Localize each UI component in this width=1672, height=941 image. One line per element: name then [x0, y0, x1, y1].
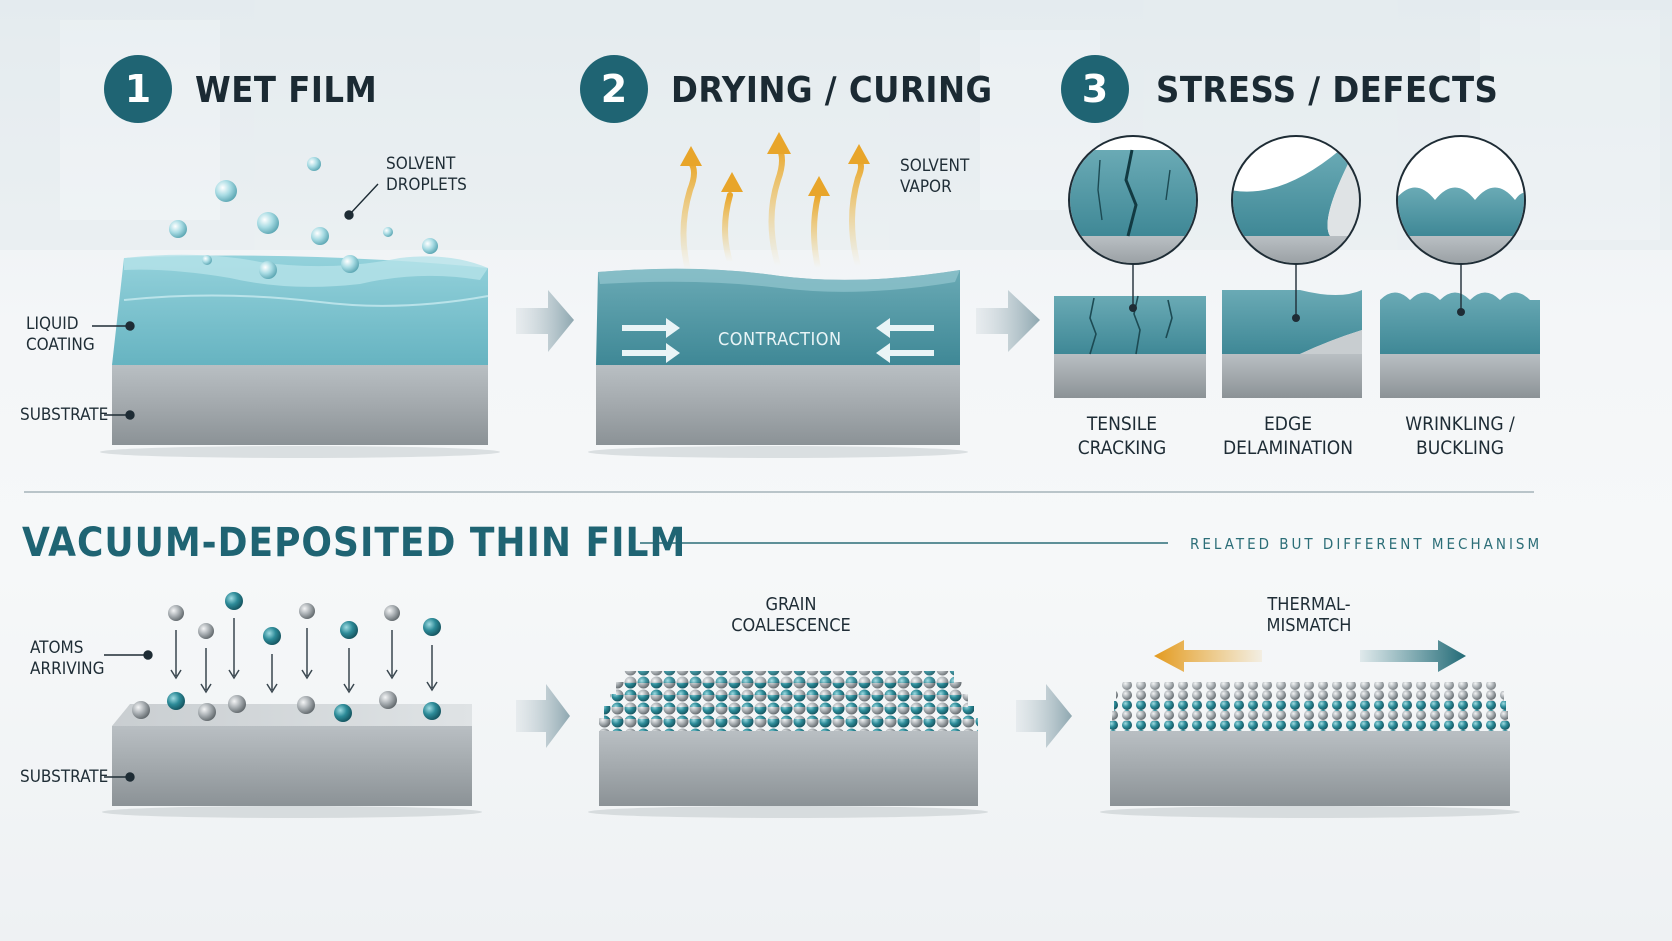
- defect-label-wrinkling: WRINKLING / BUCKLING: [1405, 413, 1515, 459]
- stage-2-badge: 2: [580, 55, 648, 123]
- delamination-magnifier: [1231, 135, 1361, 322]
- stage-arrow-2: [976, 290, 1040, 352]
- vacuum-section-note: RELATED BUT DIFFERENT MECHANISM: [1190, 535, 1543, 553]
- contraction-arrows: [622, 318, 934, 363]
- contraction-label: CONTRACTION: [718, 329, 842, 350]
- bottom-arrow-2: [1016, 684, 1072, 748]
- solvent-droplets: [169, 157, 438, 279]
- thermal-block: [1100, 682, 1520, 818]
- stage-1-badge: 1: [104, 55, 172, 123]
- landed-atoms: [132, 691, 441, 722]
- liquid-coating-label: LIQUID COATING: [26, 314, 95, 355]
- stage-2-title: DRYING / CURING: [671, 70, 993, 111]
- solvent-vapor-label: SOLVENT VAPOR: [900, 156, 970, 197]
- stage-3-badge: 3: [1061, 55, 1129, 123]
- stage-3-title: STRESS / DEFECTS: [1156, 70, 1499, 111]
- solvent-droplets-label: SOLVENT DROPLETS: [386, 154, 467, 195]
- grain-block: [588, 671, 988, 818]
- stage-1-title: WET FILM: [195, 70, 378, 111]
- vacuum-section-title: VACUUM-DEPOSITED THIN FILM: [22, 520, 687, 566]
- delamination-block: [1222, 290, 1362, 398]
- atoms-arriving-label: ATOMS ARRIVING: [30, 638, 105, 679]
- wrinkling-block: [1380, 292, 1540, 398]
- bottom-arrow-1: [516, 684, 570, 748]
- atoms-substrate-block: [102, 704, 482, 818]
- drying-block: [588, 268, 968, 458]
- thermal-mismatch-label: THERMAL- MISMATCH: [1266, 594, 1352, 636]
- grain-coalescence-label: GRAIN COALESCENCE: [731, 594, 851, 636]
- substrate-label-bottom: SUBSTRATE: [20, 767, 109, 787]
- stage-1-number: 1: [124, 67, 152, 111]
- crack-magnifier: [1068, 135, 1198, 312]
- stage-arrow-1: [516, 290, 574, 352]
- wet-film-block: [100, 254, 500, 458]
- cracking-block: [1054, 295, 1206, 398]
- substrate-label-top: SUBSTRATE: [20, 405, 109, 425]
- defect-label-delamination: EDGE DELAMINATION: [1222, 413, 1354, 459]
- thermal-arrows: [1154, 640, 1466, 672]
- wrinkle-magnifier: [1396, 135, 1526, 316]
- defect-label-cracking: TENSILE CRACKING: [1077, 413, 1167, 459]
- stage-3-number: 3: [1081, 67, 1109, 111]
- stage-2-number: 2: [600, 67, 628, 111]
- arriving-atoms: [168, 592, 441, 645]
